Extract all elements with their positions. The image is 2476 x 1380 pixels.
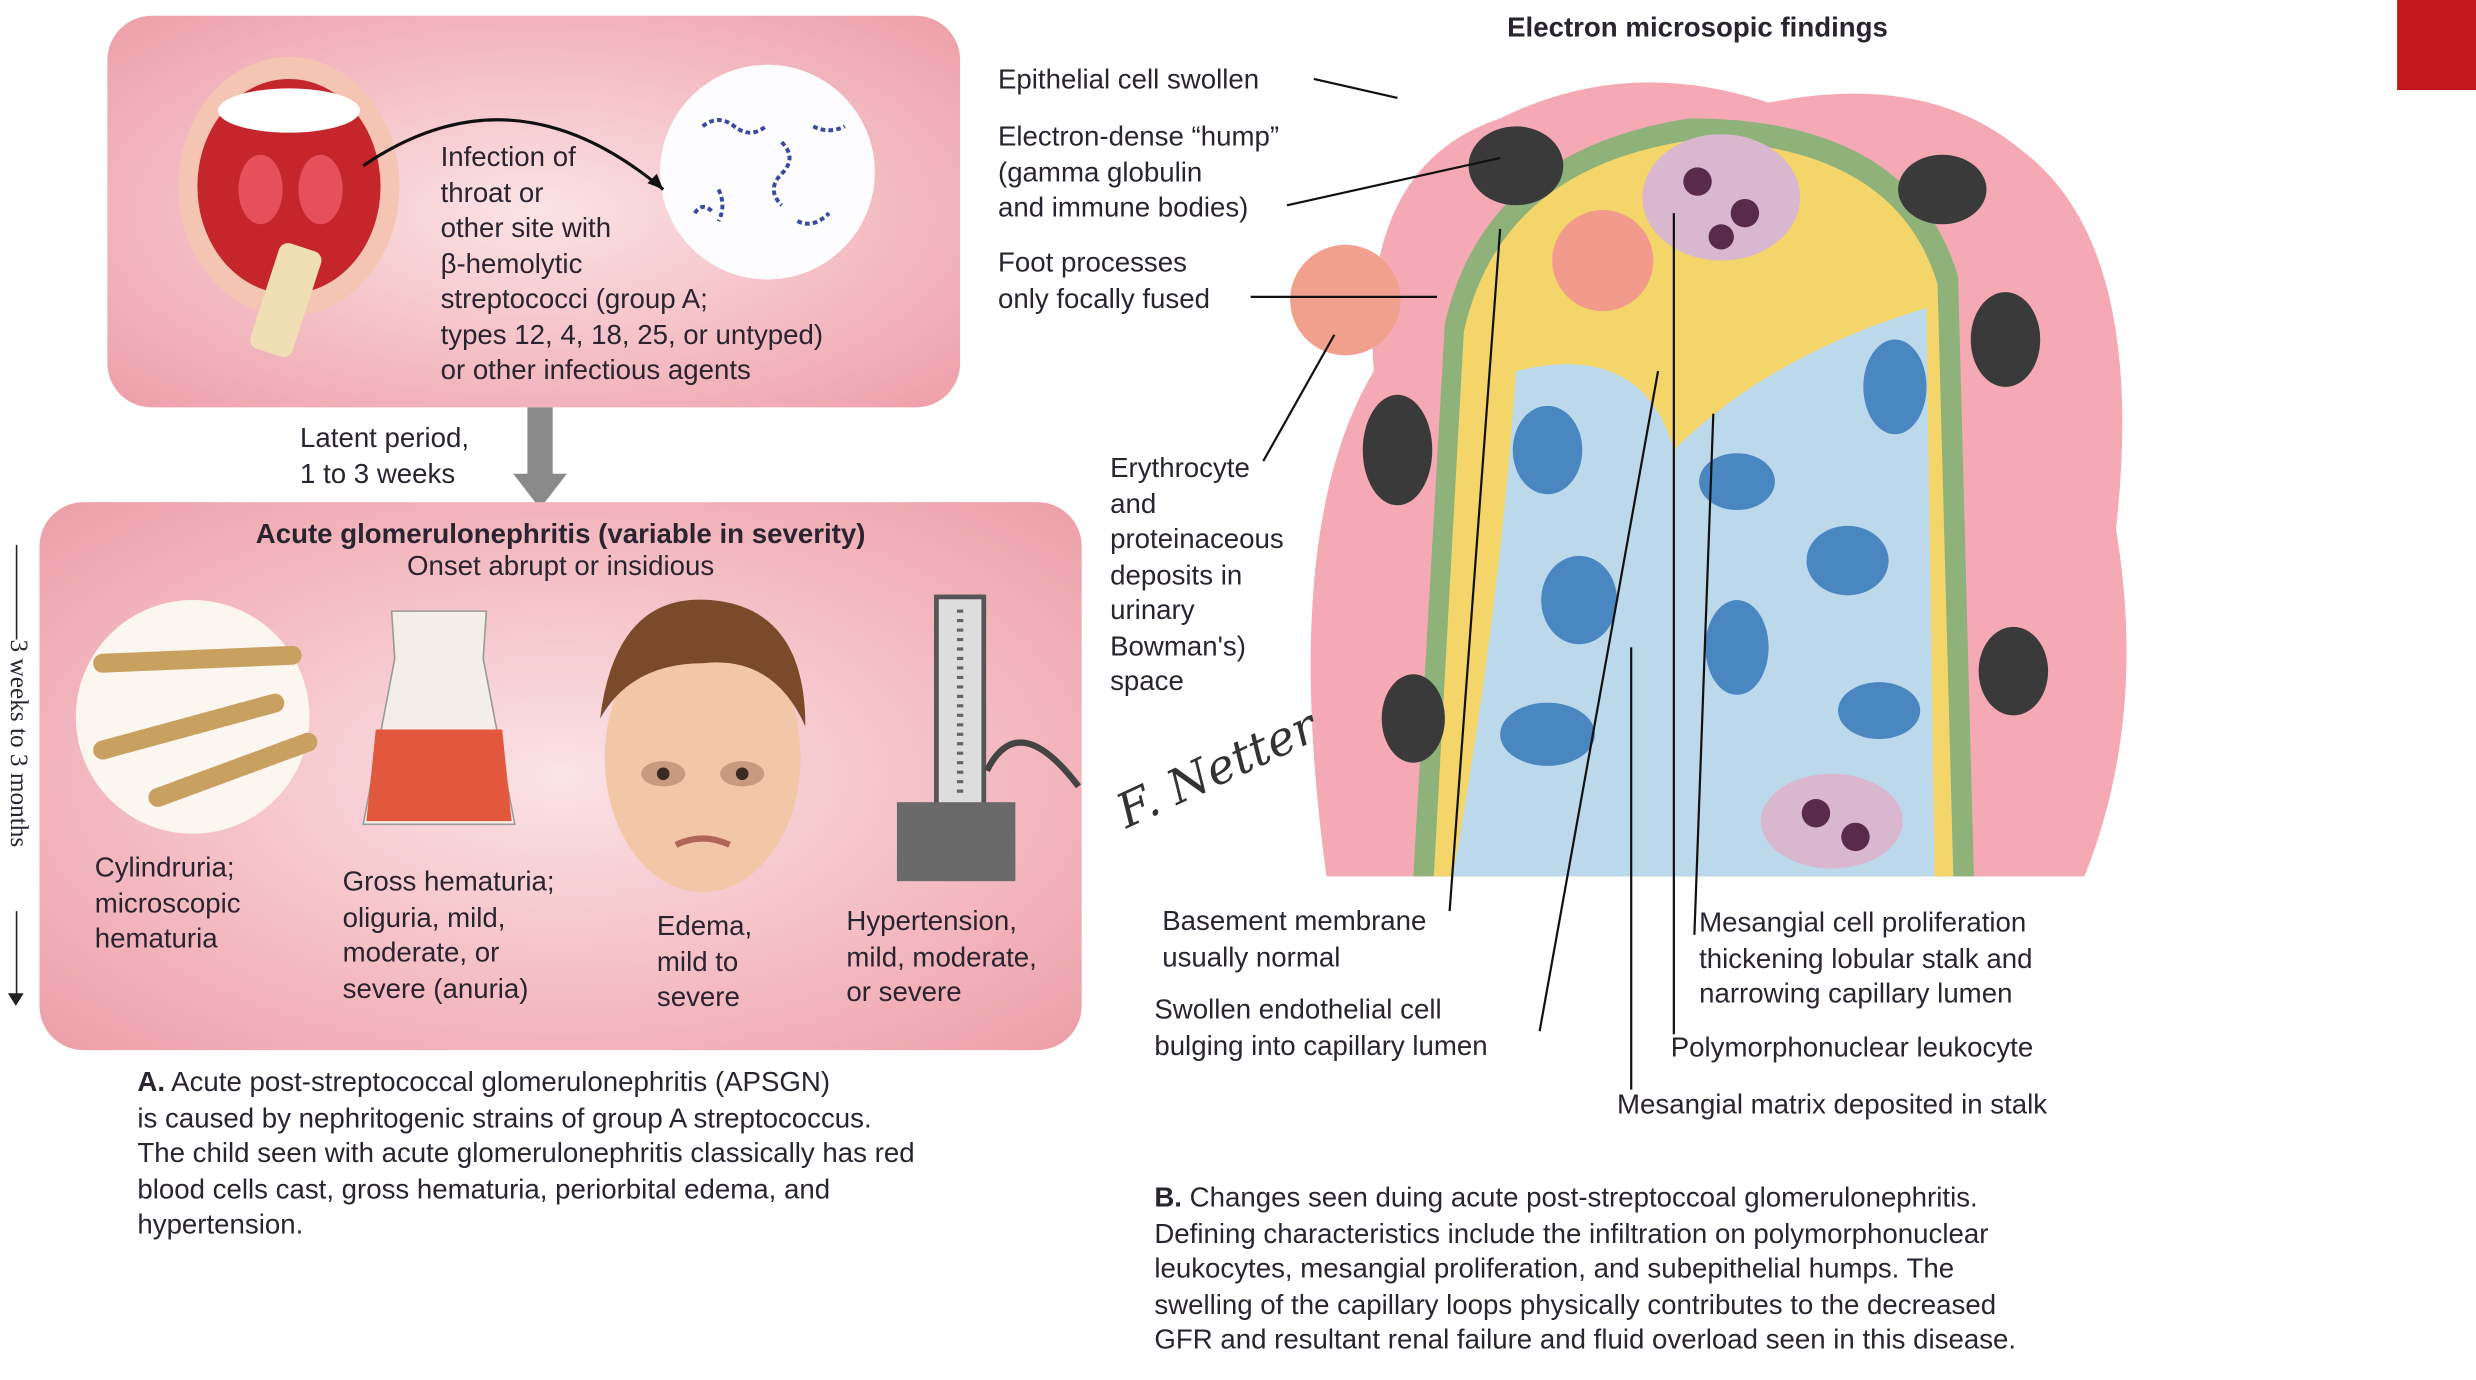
text-line: (gamma globulin [997, 155, 1203, 188]
corner-accent [2397, 0, 2476, 91]
caption-b: B. Changes seen duing acute post-strepto… [1154, 1180, 2016, 1358]
label-erythrocyte: Erythrocyte and proteinaceous deposits i… [1110, 450, 1284, 699]
infection-arrow [362, 118, 665, 191]
text-line: Erythrocyte [1110, 451, 1250, 484]
label-basement-membrane: Basement membrane usually normal [1162, 903, 1426, 974]
item-gross-hematuria: Gross hematuria; oliguria, mild, moderat… [343, 864, 555, 1006]
caption-label: A. [137, 1065, 166, 1098]
timeline-marker: 3 weeks to 3 months [0, 544, 35, 1011]
text-line: 1 to 3 weeks [300, 457, 456, 489]
text-line: microscopic [94, 886, 241, 919]
child-face [600, 599, 806, 893]
label-endothelial: Swollen endothelial cell bulging into ca… [1154, 992, 1487, 1063]
text-line: urinary [1110, 593, 1195, 626]
text-line: other site with [440, 211, 612, 244]
label-mesangial-proliferation: Mesangial cell proliferation thickening … [1699, 905, 2032, 1012]
label-hump: Electron-dense “hump” (gamma globulin an… [998, 118, 1279, 225]
text-line: mild to [656, 945, 739, 977]
text-line: streptococci (group A; [440, 282, 708, 315]
text-line: space [1110, 664, 1184, 697]
throat-illustration [178, 56, 400, 357]
text-line: narrowing capillary lumen [1699, 977, 2013, 1010]
label-mesangial-matrix: Mesangial matrix deposited in stalk [1616, 1087, 2048, 1120]
item-edema: Edema, mild to severe [657, 908, 752, 1015]
text-line: usually normal [1162, 940, 1341, 972]
text-line: The child seen with acute glomerulonephr… [137, 1136, 915, 1169]
text-line: severe [656, 980, 740, 1013]
text-line: proteinaceous [1110, 522, 1284, 555]
text-line: hematuria [94, 922, 218, 954]
label-foot-processes: Foot processes only focally fused [998, 245, 1210, 316]
text-line: is caused by nephritogenic strains of gr… [137, 1101, 872, 1134]
text-line: oliguria, mild, [342, 900, 506, 933]
text-line: thickening lobular stalk and [1699, 941, 2033, 974]
text-line: Hypertension, [846, 904, 1017, 937]
gn-subtitle: Onset abrupt or insidious [406, 549, 715, 582]
latent-period-label: Latent period, 1 to 3 weeks [300, 420, 469, 491]
text-line: Defining characteristics include the inf… [1154, 1216, 1989, 1249]
text-line: or other infectious agents [440, 353, 751, 386]
text-line: β-hemolytic [440, 247, 583, 279]
text-line: Mesangial cell proliferation [1699, 906, 2027, 938]
text-line: moderate, or [342, 936, 500, 968]
text-line: Infection of [440, 140, 576, 173]
text-line: bulging into capillary lumen [1154, 1028, 1488, 1061]
text-line: Electron-dense “hump” [997, 120, 1280, 152]
urine-flask [362, 610, 516, 826]
text-line: GFR and resultant renal failure and flui… [1154, 1323, 2017, 1355]
text-line: Changes seen duing acute post-streptocco… [1189, 1181, 1978, 1213]
glomerulus-illustration [1290, 82, 2127, 877]
text-line: leukocytes, mesangial proliferation, and… [1154, 1252, 1955, 1284]
label-epithelial: Epithelial cell swollen [997, 63, 1260, 95]
text-line: Foot processes [997, 246, 1187, 278]
text-line: severe (anuria) [342, 971, 529, 1004]
infection-text: Infection of throat or other site with β… [441, 139, 824, 388]
text-line: mild, moderate, [846, 940, 1037, 972]
text-line: only focally fused [997, 281, 1210, 314]
text-line: swelling of the capillary loops physical… [1154, 1287, 1997, 1320]
text-line: Swollen endothelial cell [1154, 993, 1442, 1025]
text-line: Cylindruria; [94, 851, 235, 883]
caption-a: A. Acute post-streptococcal glomerulonep… [137, 1064, 914, 1242]
text-line: and [1110, 487, 1157, 519]
item-cylindruria: Cylindruria; microscopic hematuria [95, 850, 241, 957]
gn-title: Acute glomerulonephritis (variable in se… [255, 517, 866, 550]
text-line: throat or [440, 176, 544, 208]
cast-microscope-circle [75, 600, 318, 834]
text-line: Bowman's) [1110, 629, 1246, 661]
text-line: Acute post-streptococcal glomerulonephri… [171, 1065, 831, 1098]
text-line: Gross hematuria; [342, 865, 555, 897]
text-line: Edema, [656, 909, 753, 942]
caption-label: B. [1154, 1181, 1182, 1213]
text-line: blood cells cast, gross hematuria, perio… [137, 1172, 831, 1205]
timeline-label: 3 weeks to 3 months [4, 639, 32, 848]
text-line: Latent period, [300, 421, 470, 454]
text-line: and immune bodies) [997, 191, 1249, 223]
em-title: Electron microsopic findings [1507, 11, 1888, 43]
text-line: deposits in [1110, 558, 1243, 590]
text-line: Basement membrane [1162, 904, 1427, 937]
label-pmn: Polymorphonuclear leukocyte [1670, 1031, 2034, 1063]
sphygmomanometer [896, 594, 1082, 882]
text-line: or severe [846, 975, 962, 1008]
text-line: hypertension. [137, 1208, 304, 1240]
latent-arrow [513, 407, 567, 509]
text-line: types 12, 4, 18, 25, or untyped) [440, 318, 824, 350]
bacteria-circle [660, 64, 875, 280]
item-hypertension: Hypertension, mild, moderate, or severe [846, 903, 1036, 1010]
